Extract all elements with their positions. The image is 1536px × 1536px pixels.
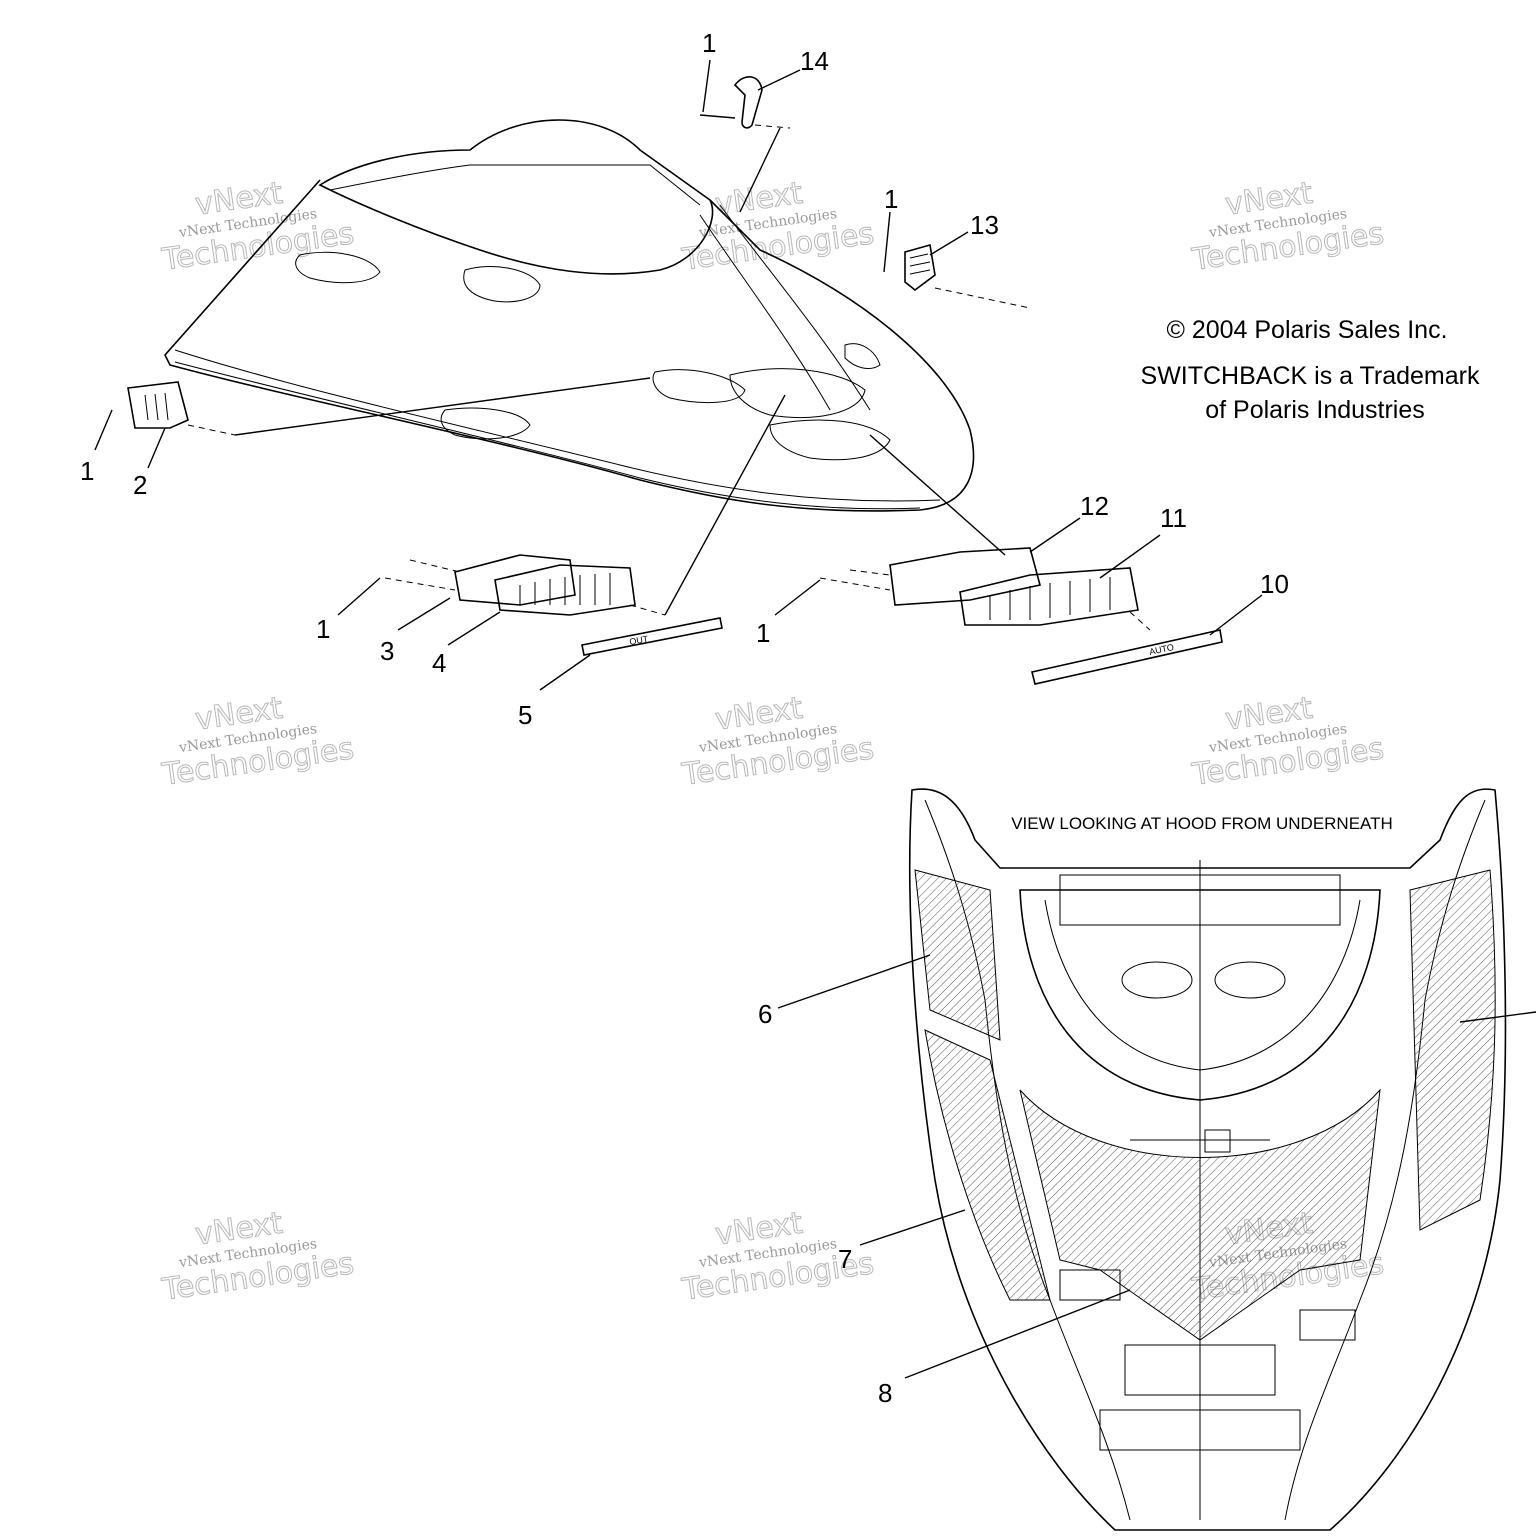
callout-1-right: 1 (756, 618, 770, 648)
callout-10: 10 (1260, 569, 1289, 599)
callout-1-left: 1 (80, 456, 94, 486)
callout-1-top-right: 1 (884, 184, 898, 214)
callout-leaders-top (94, 59, 1263, 691)
copyright-line-2: SWITCHBACK is a Trademark (1141, 362, 1480, 390)
insulation-right (1409, 869, 1496, 1231)
callout-11: 11 (1160, 503, 1187, 533)
svg-text:AUTO: AUTO (1148, 642, 1174, 657)
part-10-decal: AUTO (1031, 629, 1223, 685)
callout-8: 8 (878, 1378, 892, 1408)
callout-3: 3 (380, 636, 394, 666)
callout-13: 13 (970, 210, 999, 240)
watermark-mid-right: vNext vNext Technologies Technologies (1189, 690, 1387, 793)
hood-top-view (164, 119, 975, 512)
part-14-bracket (699, 76, 791, 129)
insulation-center (1019, 1088, 1381, 1341)
callout-4: 4 (432, 648, 446, 678)
part-11-12-vents (819, 434, 1151, 631)
watermark-mid-left: vNext vNext Technologies Technologies (159, 690, 357, 793)
callout-7: 7 (838, 1244, 852, 1274)
watermark-low-left: vNext vNext Technologies Technologies (159, 1205, 357, 1308)
view-label: VIEW LOOKING AT HOOD FROM UNDERNEATH (1011, 814, 1393, 833)
callout-1-mid: 1 (316, 614, 330, 644)
callout-12: 12 (1080, 491, 1109, 521)
watermark-top-right: vNext vNext Technologies Technologies (1189, 175, 1387, 278)
part-3-4-vents (384, 394, 786, 616)
part-2-vent (127, 377, 651, 436)
insulation-left-lower (924, 1029, 1051, 1301)
watermark-mid-mid: vNext vNext Technologies Technologies (679, 690, 877, 793)
watermark-top-left: vNext vNext Technologies Technologies (159, 175, 357, 278)
callout-6: 6 (758, 999, 772, 1029)
part-5-decal: OUT (581, 617, 723, 656)
copyright-notice: © 2004 Polaris Sales Inc. SWITCHBACK is … (1141, 316, 1480, 424)
part-13-vent (904, 243, 1031, 309)
svg-text:OUT: OUT (629, 634, 650, 647)
callout-leaders-bottom (777, 954, 1536, 1379)
insulation-left (914, 869, 1001, 1041)
hood-underside-view (908, 788, 1507, 1531)
copyright-line-3: of Polaris Industries (1205, 396, 1425, 424)
underside-outline (908, 788, 1507, 1531)
watermark-top-mid: vNext vNext Technologies Technologies (679, 175, 877, 278)
callout-1-top-left: 1 (702, 28, 716, 58)
copyright-line-1: © 2004 Polaris Sales Inc. (1166, 316, 1447, 344)
callout-numbers: 1 14 1 13 1 2 1 3 4 5 1 12 11 10 6 7 8 (80, 28, 1289, 1408)
callout-14: 14 (800, 46, 829, 76)
callout-2: 2 (133, 470, 147, 500)
callout-5: 5 (518, 700, 532, 730)
windshield (318, 119, 714, 275)
